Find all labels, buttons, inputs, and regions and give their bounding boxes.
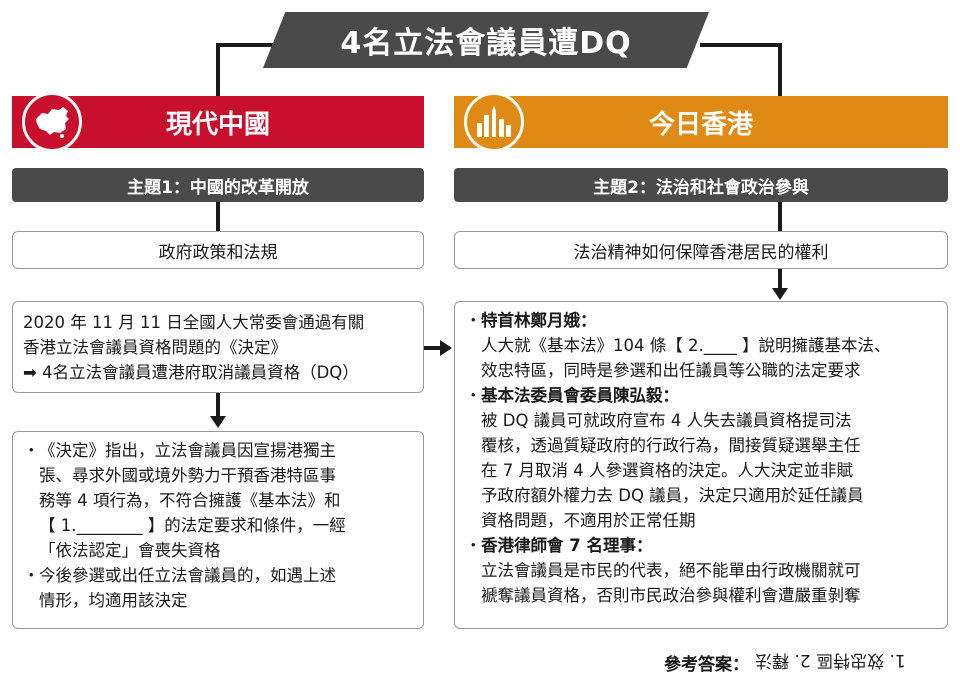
opinion-basic-law-committee: ・ 基本法委員會委員陳弘毅： 被 DQ 議員可就政府宣布 4 人失去議員資格提司… bbox=[465, 383, 937, 533]
connector-sub-right-down bbox=[778, 269, 782, 289]
connector-left-horizontal bbox=[216, 43, 276, 47]
opinion-line: 在 7 月取消 4 人參選資格的決定。人大決定並非賦 bbox=[481, 461, 853, 480]
header-modern-china: 現代中國 bbox=[12, 92, 424, 152]
connector-decision-down bbox=[216, 393, 220, 417]
opinion-heading: 香港律師會 7 名理事： bbox=[481, 536, 653, 555]
header-hong-kong-today: 今日香港 bbox=[454, 92, 948, 152]
detail-line: 情形，均適用該決定 bbox=[39, 591, 188, 610]
decision-box: 2020 年 11 月 11 日全國人大常委會通過有關 香港立法會議員資格問題的… bbox=[12, 301, 424, 393]
subtopic-left: 政府政策和法規 bbox=[12, 231, 424, 269]
opinion-line: 效忠特區，同時是參選和出任議員等公職的法定要求 bbox=[481, 361, 861, 380]
subtopic-right: 法治精神如何保障香港居民的權利 bbox=[454, 231, 948, 269]
subtopic-right-label: 法治精神如何保障香港居民的權利 bbox=[573, 242, 829, 263]
decision-line-3: ➡ 4名立法會議員遭港府取消議員資格（DQ） bbox=[23, 363, 359, 382]
reference-answer: 參考答案： 1. 效忠特區 2. 釋法 bbox=[664, 650, 906, 675]
opinion-line: 人大就《基本法》104 條【 2.____ 】說明擁護基本法、 bbox=[481, 336, 891, 355]
detail-line: 「依法認定」會喪失資格 bbox=[39, 541, 221, 560]
china-map-icon bbox=[22, 92, 82, 152]
detail-line: 今後參選或出任立法會議員的，如遇上述 bbox=[39, 566, 336, 585]
detail-bullet-2: ・ 今後參選或出任立法會議員的，如遇上述 情形，均適用該決定 bbox=[23, 563, 413, 613]
arrow-right bbox=[440, 340, 452, 356]
opinion-line: 資格問題，不適用於正常任期 bbox=[481, 511, 696, 530]
connector-horizontal-mid bbox=[424, 346, 442, 350]
detail-bullet-1: ・ 《決定》指出，立法會議員因宣揚港獨主 張、尋求外國或境外勢力干預香港特區事 … bbox=[23, 438, 413, 563]
connector-right-vertical bbox=[778, 43, 782, 97]
connector-left-vertical bbox=[216, 43, 220, 97]
decision-details-box: ・ 《決定》指出，立法會議員因宣揚港獨主 張、尋求外國或境外勢力干預香港特區事 … bbox=[12, 431, 424, 629]
answer-label: 參考答案： bbox=[664, 655, 749, 675]
topic-2: 主題2：法治和社會政治參與 bbox=[454, 168, 948, 202]
header-modern-china-label: 現代中國 bbox=[165, 109, 270, 140]
header-hong-kong-label: 今日香港 bbox=[648, 109, 753, 140]
opinion-line: 被 DQ 議員可就政府宣布 4 人失去議員資格提司法 bbox=[481, 411, 852, 430]
opinion-line: 褫奪議員資格，否則市民政治參與權利會遭嚴重剝奪 bbox=[481, 586, 861, 605]
detail-line: 務等 4 項行為，不符合擁護《基本法》和 bbox=[39, 491, 341, 510]
opinion-law-society: ・ 香港律師會 7 名理事： 立法會議員是市民的代表，絕不能單由行政機關就可 褫… bbox=[465, 533, 937, 608]
title-text: 4名立法會議員遭DQ bbox=[340, 26, 632, 61]
detail-line: 張、尋求外國或境外勢力干預香港特區事 bbox=[39, 466, 336, 485]
opinion-line: 予政府額外權力去 DQ 議員，決定只適用於延任議員 bbox=[481, 486, 864, 505]
opinion-heading: 特首林鄭月娥： bbox=[481, 311, 597, 330]
diagram-title: 4名立法會議員遭DQ bbox=[263, 12, 709, 68]
opinion-heading: 基本法委員會委員陳弘毅： bbox=[481, 386, 679, 405]
arrow-down-left bbox=[210, 416, 226, 428]
hong-kong-skyline-icon bbox=[464, 92, 524, 152]
topic-2-label: 主題2：法治和社會政治參與 bbox=[593, 177, 809, 198]
connector-topic1-sub bbox=[216, 202, 220, 231]
opinion-chief-executive: ・ 特首林鄭月娥： 人大就《基本法》104 條【 2.____ 】說明擁護基本法… bbox=[465, 308, 937, 383]
arrow-down-right bbox=[772, 288, 788, 300]
decision-line-1: 2020 年 11 月 11 日全國人大常委會通過有關 bbox=[23, 313, 365, 332]
opinion-line: 立法會議員是市民的代表，絕不能單由行政機關就可 bbox=[481, 561, 861, 580]
topic-1: 主題1：中國的改革開放 bbox=[12, 168, 424, 202]
subtopic-left-label: 政府政策和法規 bbox=[158, 242, 278, 263]
decision-line-2: 香港立法會議員資格問題的《決定》 bbox=[23, 338, 287, 357]
detail-line: 《決定》指出，立法會議員因宣揚港獨主 bbox=[39, 441, 336, 460]
connector-topic2-sub bbox=[778, 202, 782, 231]
opinion-line: 覆核，透過質疑政府的行政行為，間接質疑選舉主任 bbox=[481, 436, 861, 455]
answer-upside-down: 1. 效忠特區 2. 釋法 bbox=[755, 650, 906, 670]
opinions-box: ・ 特首林鄭月娥： 人大就《基本法》104 條【 2.____ 】說明擁護基本法… bbox=[454, 301, 948, 629]
detail-line: 【 1.________ 】的法定要求和條件，一經 bbox=[39, 516, 346, 535]
topic-1-label: 主題1：中國的改革開放 bbox=[127, 177, 309, 198]
connector-right-horizontal bbox=[700, 43, 782, 47]
